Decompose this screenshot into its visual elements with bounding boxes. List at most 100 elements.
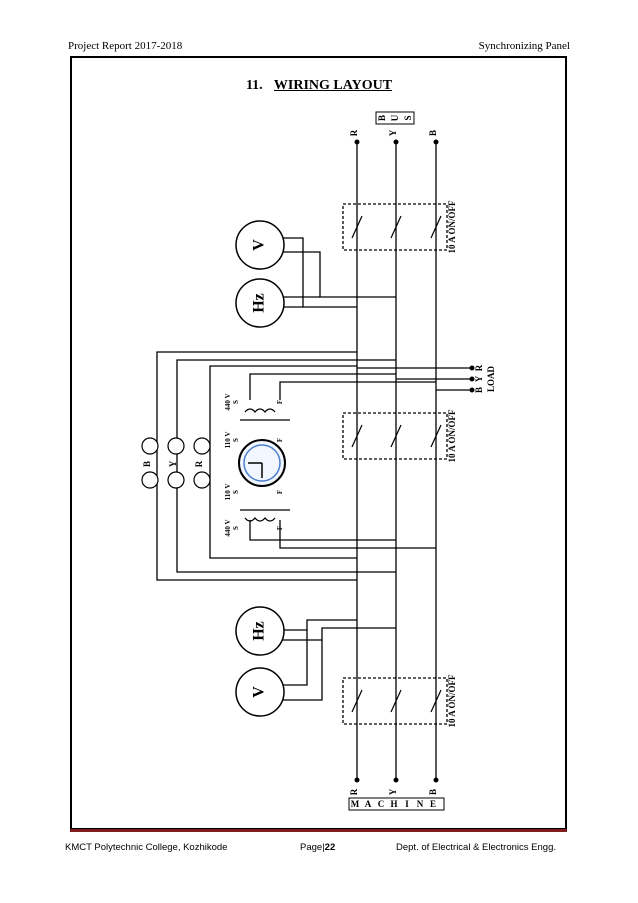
tx-110v-bottom: 110 V xyxy=(224,484,232,501)
title-number: 11. xyxy=(245,78,263,93)
tx-f-top-2: F xyxy=(276,438,284,442)
tx-s-bottom-1: S xyxy=(232,490,240,494)
footer-right: Dept. of Electrical & Electronics Engg. xyxy=(396,842,556,853)
tx-440v-top: 440 V xyxy=(224,393,232,410)
bus-phase-b: B xyxy=(428,130,438,136)
bus-dot-r xyxy=(354,139,360,145)
tx-f-bottom-2: F xyxy=(276,526,284,530)
lamp-label-b: B xyxy=(142,461,152,467)
lamp-y-1 xyxy=(167,437,185,455)
machine-label-e: E xyxy=(430,799,436,809)
wire-top-v-1 xyxy=(275,237,357,308)
switch-box-top xyxy=(342,203,448,251)
wire-bot-hz-1 xyxy=(278,619,357,631)
load-phase-y: Y xyxy=(474,375,484,382)
footer-rule xyxy=(70,829,567,832)
bus-label-box xyxy=(375,111,415,125)
machine-label-box xyxy=(348,797,445,811)
voltmeter-top xyxy=(235,220,285,270)
switch-bot-y xyxy=(390,689,402,713)
tx-f-top-1: F xyxy=(276,400,284,404)
lamp-label-y: Y xyxy=(168,460,178,467)
bus-dot-b xyxy=(433,139,439,145)
bus-phase-r: R xyxy=(349,129,359,136)
frequency-meter-bottom xyxy=(235,606,285,656)
switch-box-mid xyxy=(342,412,448,460)
bus-dot-y xyxy=(393,139,399,145)
bus-label-u: U xyxy=(390,114,400,121)
wire-mid-8 xyxy=(279,520,436,549)
wire-top-v-2 xyxy=(275,251,396,298)
wire-mid-2 xyxy=(176,359,396,573)
switch-top-y xyxy=(390,215,402,239)
wiring-diagram: V Hz Hz V R Y B 10 A ON/OFF 10 A ON/OFF … xyxy=(141,111,496,811)
footer-left: KMCT Polytechnic College, Kozhikode xyxy=(65,842,228,853)
tx-110v-top: 110 V xyxy=(224,432,232,449)
lamp-label-r: R xyxy=(194,460,204,467)
switch-mid-y xyxy=(390,424,402,448)
wire-mid-6 xyxy=(279,381,436,400)
switch-mid-r xyxy=(351,424,363,448)
lamp-y-2 xyxy=(167,471,185,489)
machine-label-h: H xyxy=(390,799,397,809)
tx-440v-bottom: 440 V xyxy=(224,519,232,536)
transformer-coil-top xyxy=(244,408,276,414)
load-dot-b xyxy=(469,387,475,393)
wire-bot-v-2 xyxy=(278,640,323,701)
switch-bot-r xyxy=(351,689,363,713)
footer-page: Page|22 xyxy=(300,842,335,853)
lamp-b-2 xyxy=(141,471,159,489)
bus-label-b: B xyxy=(377,115,387,121)
load-phase-b: B xyxy=(474,387,484,393)
lamp-b-1 xyxy=(141,437,159,455)
transformer-coil-bottom xyxy=(244,516,276,522)
header-right: Synchronizing Panel xyxy=(478,40,570,52)
header-left: Project Report 2017-2018 xyxy=(68,40,183,52)
lamp-r-1 xyxy=(193,437,211,455)
switch-box-bottom xyxy=(342,677,448,725)
load-phase-r: R xyxy=(474,364,484,371)
machine-label-n: N xyxy=(417,799,424,809)
wire-mid-5 xyxy=(249,373,396,400)
lamp-r-2 xyxy=(193,471,211,489)
bus-phase-y: Y xyxy=(388,129,398,136)
switch-label-mid: 10 A ON/OFF xyxy=(447,409,457,463)
switch-label-bottom: 10 A ON/OFF xyxy=(447,674,457,728)
wire-bot-v-1 xyxy=(278,630,308,686)
tx-f-bottom-1: F xyxy=(276,490,284,494)
frequency-meter-top-label: Hz xyxy=(251,293,268,313)
title-text: WIRING LAYOUT xyxy=(273,78,393,93)
machine-phase-b: B xyxy=(428,789,438,795)
synchroscope-ring xyxy=(243,444,281,482)
frequency-meter-bottom-label: Hz xyxy=(251,621,268,641)
wire-mid-1 xyxy=(156,351,357,581)
footer-page-number: 22 xyxy=(324,842,336,853)
machine-phase-y: Y xyxy=(388,788,398,795)
voltmeter-bottom xyxy=(235,667,285,717)
machine-dot-b xyxy=(433,777,439,783)
voltmeter-top-label: V xyxy=(251,239,268,251)
machine-dot-r xyxy=(354,777,360,783)
switch-mid-b xyxy=(430,424,442,448)
machine-label-i: I xyxy=(405,799,409,809)
machine-label-m: M xyxy=(351,799,360,809)
tx-s-bottom-2: S xyxy=(232,526,240,530)
machine-dot-y xyxy=(393,777,399,783)
switch-top-b xyxy=(430,215,442,239)
switch-top-r xyxy=(351,215,363,239)
machine-label-a: A xyxy=(365,799,372,809)
footer-page-prefix: Page| xyxy=(300,842,325,853)
tx-s-top-1: S xyxy=(232,400,240,404)
wire-mid-4 xyxy=(209,365,357,559)
page-title: 11. WIRING LAYOUT xyxy=(0,78,638,94)
machine-phase-r: R xyxy=(349,788,359,795)
load-dot-r xyxy=(469,365,475,371)
wire-bot-hz-2 xyxy=(278,627,396,641)
bus-label-s: S xyxy=(403,115,413,120)
load-label: LOAD xyxy=(486,366,496,393)
voltmeter-bottom-label: V xyxy=(251,686,268,698)
wire-mid-7 xyxy=(249,520,396,541)
frequency-meter-top xyxy=(235,278,285,328)
tx-s-top-2: S xyxy=(232,438,240,442)
switch-label-top: 10 A ON/OFF xyxy=(447,200,457,254)
